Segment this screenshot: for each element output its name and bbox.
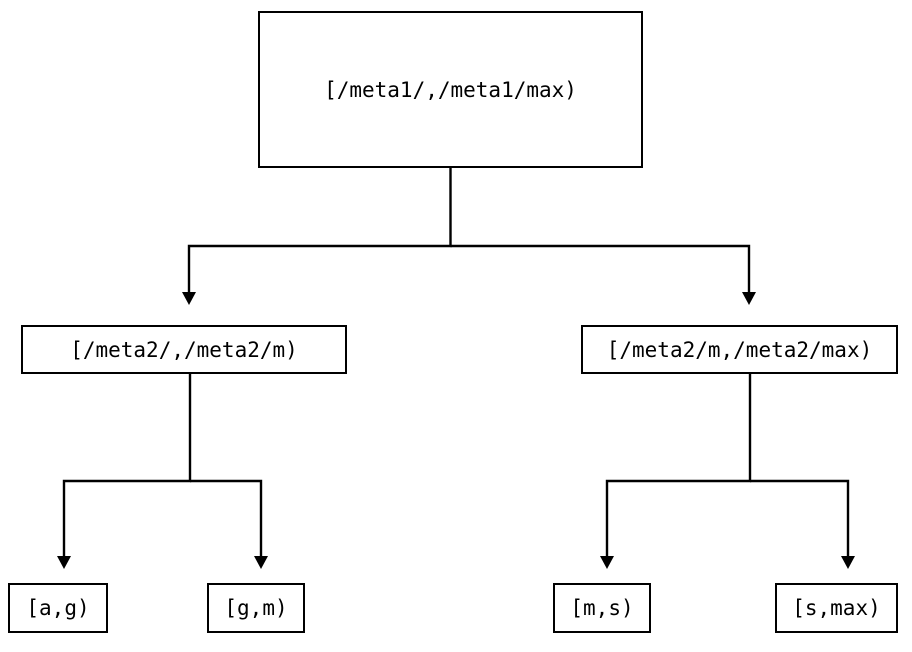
edge-root-to-mid-right <box>450 244 751 292</box>
arrowhead-root-to-mid-right <box>742 292 756 305</box>
tree-node-leaf-1[interactable]: [g,m) <box>207 583 305 633</box>
edge-mid-left-to-leaf-0 <box>62 374 192 556</box>
edge-root-to-mid-left <box>187 168 452 292</box>
tree-node-root[interactable]: [/meta1/,/meta1/max) <box>258 11 643 168</box>
tree-node-leaf-3[interactable]: [s,max) <box>775 583 898 633</box>
tree-node-mid-right[interactable]: [/meta2/m,/meta2/max) <box>581 325 898 374</box>
arrowhead-mid-left-to-leaf-0 <box>57 556 71 569</box>
tree-node-mid-left[interactable]: [/meta2/,/meta2/m) <box>21 325 347 374</box>
arrowhead-mid-right-to-leaf-2 <box>600 556 614 569</box>
tree-node-leaf-0[interactable]: [a,g) <box>8 583 108 633</box>
arrowhead-mid-right-to-leaf-3 <box>841 556 855 569</box>
edge-mid-left-to-leaf-1 <box>190 479 263 556</box>
arrowhead-root-to-mid-left <box>182 292 196 305</box>
edge-mid-right-to-leaf-2 <box>605 374 752 556</box>
arrowhead-mid-left-to-leaf-1 <box>254 556 268 569</box>
tree-node-leaf-2[interactable]: [m,s) <box>553 583 651 633</box>
edge-mid-right-to-leaf-3 <box>750 479 850 556</box>
